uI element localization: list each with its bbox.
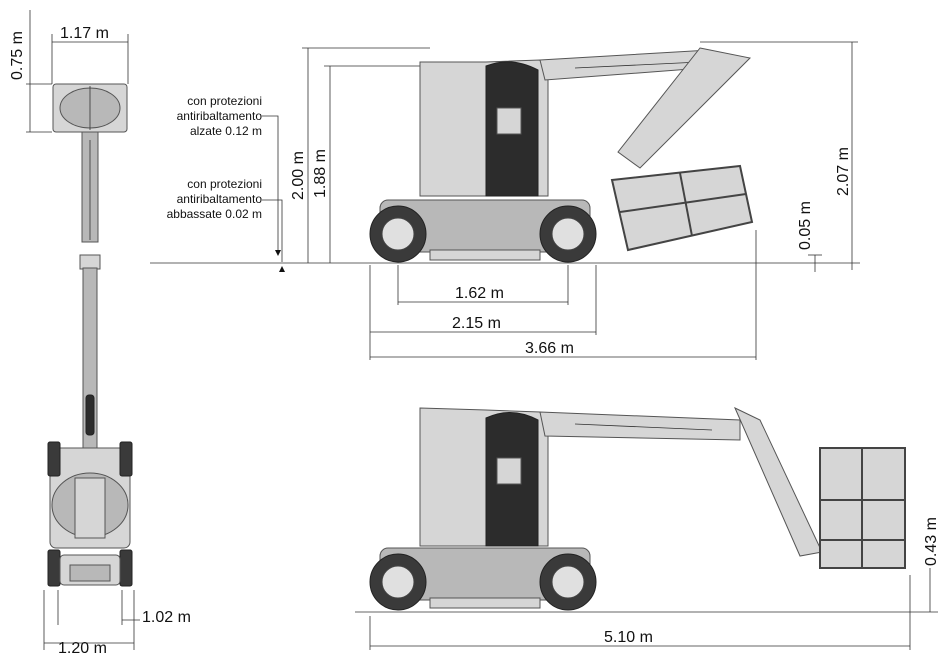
note-lowered-3: abbassate 0.02 m (167, 207, 262, 221)
front-base-width-label: 1.20 m (58, 640, 107, 655)
extended-floor-height-label: 0.43 m (923, 517, 939, 566)
side-view-extended: 0.43 m 5.10 m (355, 406, 939, 650)
stowed-jib (617, 47, 752, 169)
front-wheel-right-bottom (119, 549, 133, 587)
front-view: 1.17 m 0.75 m 1.20 m 1.02 m (9, 10, 191, 655)
front-wheel-right-top (119, 441, 133, 477)
extended-jib (733, 406, 823, 557)
stowed-platform-height-label: 2.07 m (835, 147, 852, 196)
note-lowered-2: antiribaltamento (177, 192, 263, 206)
note-lowered-1: con protezioni (187, 177, 262, 191)
stowed-ground-clearance-label: 0.05 m (797, 201, 814, 250)
front-platform-height-label: 0.75 m (9, 31, 26, 80)
note-raised-3: alzate 0.12 m (190, 124, 262, 138)
stowed-base-length-label: 2.15 m (452, 315, 501, 332)
stowed-overall-length-label: 3.66 m (525, 340, 574, 357)
front-wheel-left-top (47, 441, 61, 477)
note-raised-1: con protezioni (187, 94, 262, 108)
extended-main-boom (539, 411, 741, 441)
front-platform-width-label: 1.17 m (60, 25, 109, 42)
front-wheel-track-label: 1.02 m (142, 609, 191, 626)
stowed-overall-height-label: 2.00 m (290, 151, 307, 200)
side-view-stowed: 2.00 m 1.88 m 2.07 m 0.05 m (150, 41, 860, 360)
extended-overall-length-label: 5.10 m (604, 629, 653, 646)
stowed-body-height-label: 1.88 m (312, 149, 329, 198)
note-raised-2: antiribaltamento (177, 109, 263, 123)
front-wheel-left-bottom (47, 549, 61, 587)
stowed-wheelbase-label: 1.62 m (455, 285, 504, 302)
stabilizer-notes: con protezioni antiribaltamento alzate 0… (167, 94, 285, 272)
